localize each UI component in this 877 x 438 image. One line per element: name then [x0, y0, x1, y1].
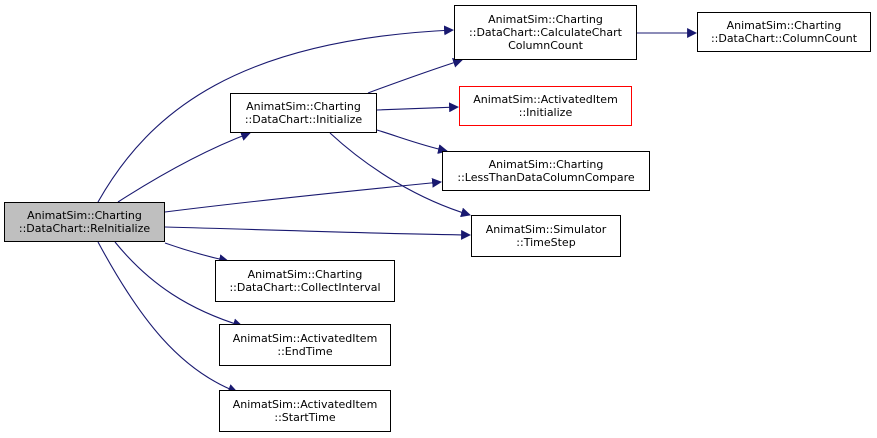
node-less-than-line1: AnimatSim::Charting: [488, 158, 604, 171]
edge-initialize-to-time-step: [329, 132, 471, 218]
node-column-count-line2: ::DataChart::ColumnCount: [710, 32, 858, 45]
node-end-time-line1: AnimatSim::ActivatedItem: [232, 332, 378, 345]
node-activated-item-initialize[interactable]: AnimatSim::ActivatedItem ::Initialize: [459, 86, 632, 126]
node-reinitialize-line2: ::DataChart::ReInitialize: [18, 222, 151, 235]
node-initialize[interactable]: AnimatSim::Charting ::DataChart::Initial…: [230, 93, 377, 133]
edge-reinitialize-to-collect-interval: [164, 242, 229, 264]
node-column-count[interactable]: AnimatSim::Charting ::DataChart::ColumnC…: [697, 12, 871, 52]
edge-initialize-to-activated-initialize: [376, 102, 459, 113]
node-end-time[interactable]: AnimatSim::ActivatedItem ::EndTime: [219, 324, 391, 366]
node-less-than-line2: ::LessThanDataColumnCompare: [457, 171, 635, 184]
node-less-than-data-column-compare[interactable]: AnimatSim::Charting ::LessThanDataColumn…: [442, 151, 650, 191]
node-initialize-line2: ::DataChart::Initialize: [244, 113, 363, 126]
node-time-step-line2: ::TimeStep: [516, 236, 576, 249]
edge-reinitialize-to-end-time: [114, 241, 243, 329]
node-start-time-line2: ::StartTime: [274, 411, 336, 424]
node-start-time[interactable]: AnimatSim::ActivatedItem ::StartTime: [219, 390, 391, 432]
node-collect-interval[interactable]: AnimatSim::Charting ::DataChart::Collect…: [215, 260, 395, 302]
edge-reinitialize-to-start-time: [97, 241, 238, 394]
node-reinitialize: AnimatSim::Charting ::DataChart::ReIniti…: [4, 202, 165, 242]
node-calculate-chart-column-count[interactable]: AnimatSim::Charting ::DataChart::Calcula…: [454, 5, 637, 60]
edge-initialize-to-calc-col-count: [367, 58, 463, 94]
node-calc-line3: ColumnCount: [508, 39, 583, 52]
node-activated-initialize-line1: AnimatSim::ActivatedItem: [473, 93, 618, 106]
node-start-time-line1: AnimatSim::ActivatedItem: [232, 398, 378, 411]
node-column-count-line1: AnimatSim::Charting: [726, 19, 842, 32]
node-simulator-time-step[interactable]: AnimatSim::Simulator ::TimeStep: [471, 215, 621, 257]
edge-reinitialize-to-calc-col-count: [97, 25, 454, 203]
edge-reinitialize-to-time-step: [164, 226, 471, 240]
node-collect-interval-line1: AnimatSim::Charting: [247, 268, 363, 281]
node-time-step-line1: AnimatSim::Simulator: [485, 223, 607, 236]
edge-reinitialize-to-initialize: [117, 131, 251, 203]
node-reinitialize-line1: AnimatSim::Charting: [27, 209, 142, 222]
node-collect-interval-line2: ::DataChart::CollectInterval: [229, 281, 381, 294]
node-initialize-line1: AnimatSim::Charting: [246, 100, 361, 113]
node-end-time-line2: ::EndTime: [277, 345, 333, 358]
node-calc-line2: ::DataChart::CalculateChart: [469, 26, 622, 39]
node-activated-initialize-line2: ::Initialize: [518, 106, 573, 119]
edge-initialize-to-less-than: [376, 129, 448, 154]
node-calc-line1: AnimatSim::Charting: [488, 13, 603, 26]
edge-reinitialize-to-less-than: [164, 177, 442, 213]
